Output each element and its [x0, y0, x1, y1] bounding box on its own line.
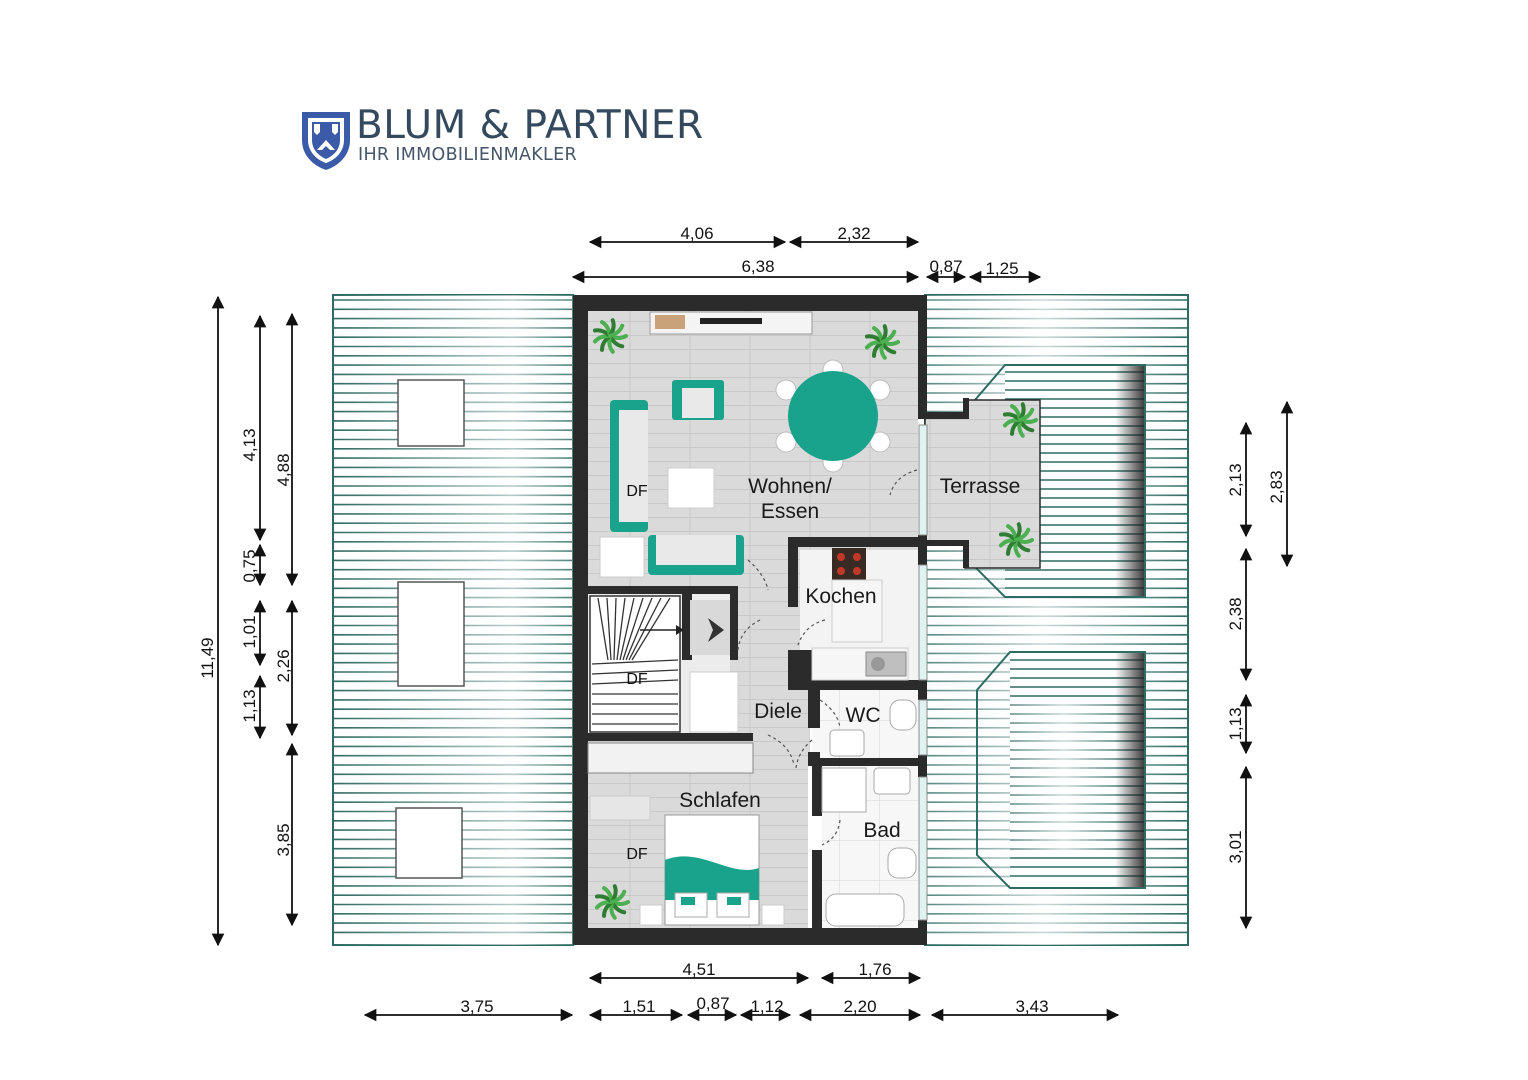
plant-icon: [864, 324, 900, 360]
dim-label: 0,87: [696, 994, 729, 1013]
brand-name: BLUM & PARTNER: [356, 103, 704, 148]
dormer-lower: [976, 651, 1146, 889]
bathtub-icon: [825, 893, 905, 927]
room-label-diele: Diele: [754, 700, 802, 723]
furniture: [589, 311, 917, 927]
brand-tagline: IHR IMMOBILIENMAKLER: [358, 145, 577, 165]
shield-icon: [302, 112, 350, 170]
doors: [737, 469, 918, 846]
df-marker: DF: [626, 483, 648, 500]
dim-label: 1,25: [985, 259, 1018, 278]
plant-icon: [998, 522, 1034, 558]
room-label-kochen: Kochen: [805, 585, 876, 608]
dim-label: 3,75: [460, 997, 493, 1016]
dim-label: 1,13: [240, 689, 259, 722]
dim-label: 2,26: [274, 649, 293, 682]
dim-label: 1,13: [1226, 707, 1245, 740]
stair-arrow-icon: [708, 618, 724, 642]
kitchen: [811, 548, 909, 681]
dim-label: 3,01: [1226, 830, 1245, 863]
skylight: [397, 581, 465, 687]
dim-label: 0,87: [929, 257, 962, 276]
dim-label: 1,12: [750, 997, 783, 1016]
plant-icon: [1002, 402, 1038, 438]
dim-label: 3,43: [1015, 997, 1048, 1016]
books: [655, 315, 685, 329]
bed-icon: [639, 814, 785, 926]
skylight: [397, 379, 465, 447]
dim-label: 1,76: [858, 960, 891, 979]
wc-fixtures: [829, 699, 917, 757]
brand-logo: BLUM & PARTNER IHR IMMOBILIENMAKLER: [300, 104, 760, 174]
df-marker: DF: [626, 846, 648, 863]
dim-label: 1,51: [622, 997, 655, 1016]
room-label-essen: Essen: [761, 500, 819, 523]
windows: [918, 424, 928, 921]
dimension-labels: 4,06 2,32 6,38 0,87 1,25 11,49 4,13 0,75…: [198, 224, 1286, 1016]
armchair: [672, 380, 724, 420]
room-label-wohnen: Wohnen/: [748, 475, 832, 498]
dim-label: 2,13: [1226, 463, 1245, 496]
df-marker: DF: [626, 671, 648, 688]
side-table: [599, 536, 645, 578]
dim-label: 2,20: [843, 997, 876, 1016]
plant-icon: [594, 884, 630, 920]
toilet-icon: [887, 847, 917, 879]
roof-right: [924, 294, 1189, 946]
dim-label: 2,83: [1267, 470, 1286, 503]
dim-label: 6,38: [741, 257, 774, 276]
coffee-table: [667, 467, 715, 509]
dim-label: 11,49: [198, 637, 217, 678]
sofa: [610, 400, 744, 575]
staircase: [589, 595, 739, 733]
dim-label: 4,88: [274, 453, 293, 486]
bath-fixtures: [821, 767, 917, 927]
dining-table: [775, 359, 891, 473]
stove-icon: [832, 548, 866, 580]
dim-label: 2,38: [1226, 597, 1245, 630]
toilet-icon: [889, 699, 917, 731]
skylight: [395, 807, 463, 879]
room-label-schlafen: Schlafen: [679, 789, 761, 812]
plant-icon: [592, 318, 628, 354]
dimension-lines: [211, 235, 1294, 1022]
dim-label: 3,85: [274, 823, 293, 856]
roof-left: [332, 294, 574, 946]
room-label-terrasse: Terrasse: [940, 475, 1021, 498]
dim-label: 4,06: [680, 224, 713, 243]
walls: [573, 295, 969, 945]
dim-label: 4,51: [682, 960, 715, 979]
plants: [592, 318, 1038, 920]
tv: [700, 318, 762, 324]
dim-label: 0,75: [240, 549, 259, 582]
dim-label: 2,32: [837, 224, 870, 243]
room-label-wc: WC: [846, 704, 881, 727]
dim-label: 4,13: [240, 428, 259, 461]
dim-label: 1,01: [240, 615, 259, 648]
room-label-bad: Bad: [863, 819, 900, 842]
